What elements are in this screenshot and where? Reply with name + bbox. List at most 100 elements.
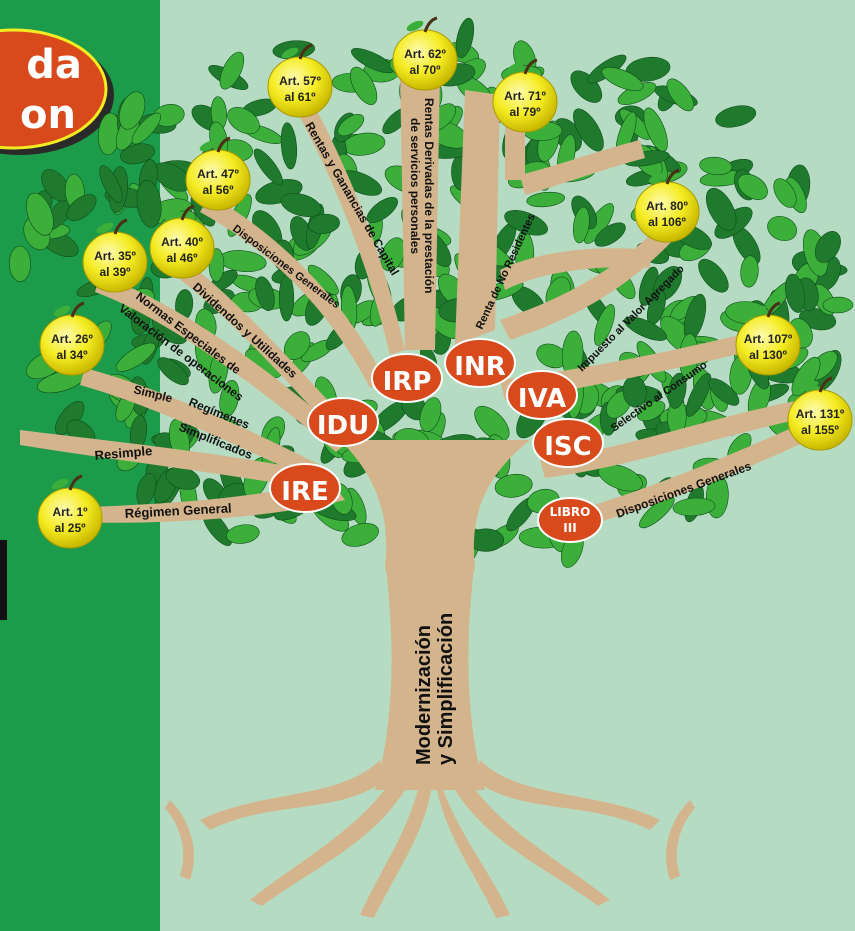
apple-text-line2: al 70º: [409, 63, 441, 77]
apple-stem: [665, 168, 680, 185]
apple-text-line1: Art. 107º: [744, 332, 793, 346]
banner-line2: on: [20, 92, 76, 138]
apple-text-line1: Art. 35º: [94, 249, 136, 263]
apple-text-line2: al 56º: [202, 183, 234, 197]
leaf: [337, 113, 365, 137]
apple-leaf: [648, 172, 666, 184]
tax-isc-label: ISC: [544, 432, 591, 462]
trunk-text-line2: y Simplificación: [435, 613, 457, 765]
leaf: [219, 51, 245, 90]
leaf: [99, 165, 123, 203]
leaf: [253, 148, 283, 186]
tax-libro-line2: III: [563, 521, 576, 535]
leaf: [698, 258, 729, 293]
apple-text-line1: Art. 131º: [796, 407, 845, 421]
leaf: [594, 222, 626, 247]
apple-stem: [68, 474, 83, 491]
apple-text-line2: al 25º: [54, 521, 86, 535]
apple-art35: Art. 35º al 39º: [82, 218, 148, 293]
leaf: [601, 67, 644, 91]
apple-text-line1: Art. 62º: [404, 47, 446, 61]
apple-leaf: [96, 222, 114, 234]
apple-art131: Art. 131º al 155º: [787, 376, 853, 451]
apple-text-line1: Art. 40º: [161, 235, 203, 249]
leaf: [226, 524, 260, 544]
banner-line1: da: [26, 42, 82, 88]
leaf: [280, 193, 322, 217]
leaf: [494, 473, 533, 498]
apple-text-line2: al 46º: [166, 251, 198, 265]
leaf: [131, 112, 162, 145]
apple-text-line2: al 79º: [509, 105, 541, 119]
left-edge-mark: [0, 540, 7, 620]
apple-text-line2: al 130º: [749, 348, 787, 362]
leaf: [773, 178, 797, 208]
apple-leaf: [53, 305, 71, 317]
apple-stem: [818, 376, 833, 393]
tax-oval-inr: INR: [444, 338, 516, 388]
leaf: [366, 196, 398, 224]
trunk-text-line1: Modernización: [413, 625, 435, 765]
leaf: [120, 143, 155, 165]
leaf: [136, 179, 162, 228]
leaf: [623, 316, 668, 341]
leaf: [699, 156, 733, 176]
leaf: [639, 496, 675, 529]
apple-leaf: [406, 20, 424, 32]
apple-leaf: [163, 208, 181, 220]
banner: da on: [0, 28, 114, 155]
apple-stem: [766, 301, 781, 318]
leaf: [822, 296, 854, 314]
apple-text-line2: al 61º: [284, 90, 316, 104]
leaf: [715, 105, 757, 128]
apple-stem: [216, 136, 231, 153]
leaf: [672, 497, 716, 517]
tax-idu-label: IDU: [317, 411, 369, 441]
apple-stem: [423, 16, 438, 33]
tax-oval-isc: ISC: [532, 418, 604, 468]
apple-text-line2: al 39º: [99, 265, 131, 279]
leaf: [278, 274, 295, 322]
leaf: [667, 372, 687, 409]
leaf: [227, 107, 260, 135]
apple-text-line1: Art. 26º: [51, 332, 93, 346]
leaf: [666, 78, 694, 112]
apple-text-line1: Art. 57º: [279, 74, 321, 88]
leaf: [157, 357, 189, 386]
apple-text-line2: al 106º: [648, 215, 686, 229]
apple-stem: [113, 218, 128, 235]
leaf: [740, 255, 759, 288]
tax-oval-idu: IDU: [307, 397, 379, 447]
leaf: [66, 194, 97, 222]
apple-text-line1: Art. 1º: [52, 505, 88, 519]
apple-leaf: [281, 47, 299, 59]
branch-resimple: Resimple: [94, 443, 153, 463]
leaf: [118, 91, 146, 130]
leaf: [814, 231, 841, 263]
apple-art1: Art. 1º al 25º: [37, 474, 103, 549]
apple-stem: [180, 204, 195, 221]
tax-inr-label: INR: [454, 352, 505, 382]
leaf: [350, 66, 378, 106]
leaf: [219, 379, 240, 418]
apple-leaf: [749, 305, 767, 317]
apple-text-line2: al 155º: [801, 423, 839, 437]
tax-iva-label: IVA: [518, 384, 566, 414]
leaf: [115, 342, 156, 372]
apple-art57: Art. 57º al 61º: [267, 43, 333, 118]
leaf: [594, 304, 615, 346]
tax-oval-ire: IRE: [269, 463, 341, 513]
leaf: [526, 191, 566, 208]
leaf: [598, 463, 643, 492]
apple-leaf: [199, 140, 217, 152]
apple-leaf: [506, 62, 524, 74]
apple-stem: [70, 301, 85, 318]
branch-regimen-general: Régimen General: [124, 500, 232, 521]
apple-stem: [523, 58, 538, 75]
leaf: [455, 17, 475, 59]
apple-art40: Art. 40º al 46º: [149, 204, 215, 279]
